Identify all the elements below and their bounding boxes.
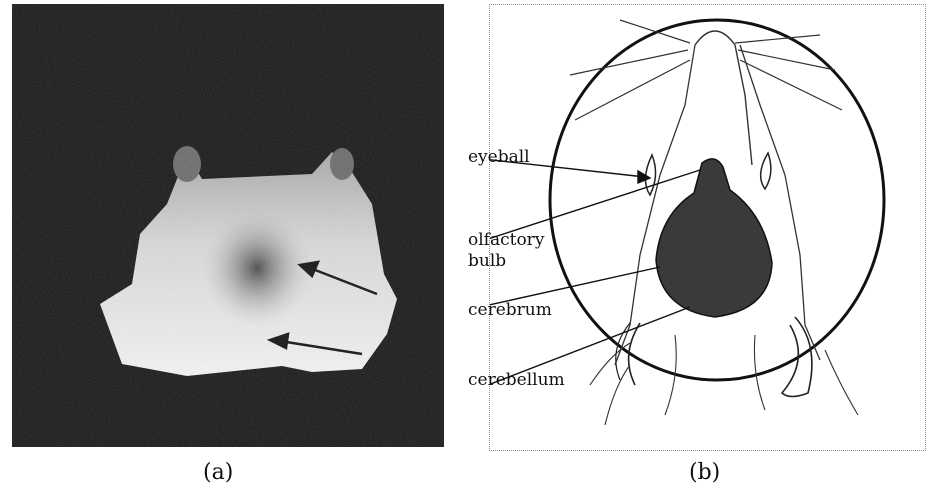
brain-drawing [656,159,772,317]
label-cerebrum: cerebrum [468,300,552,320]
mri-image [12,4,444,447]
mri-image-panel [12,4,444,447]
label-olfactory-line2: bulb [468,251,506,271]
label-cerebellum: cerebellum [468,370,565,390]
label-olfactory-line1: olfactory [468,230,544,250]
left-eyeball [645,155,655,195]
label-eyeball: eyeball [468,147,530,167]
right-eyeball [761,153,771,189]
caption-panel-a: (a) [203,460,233,485]
caption-panel-b: (b) [689,460,720,485]
